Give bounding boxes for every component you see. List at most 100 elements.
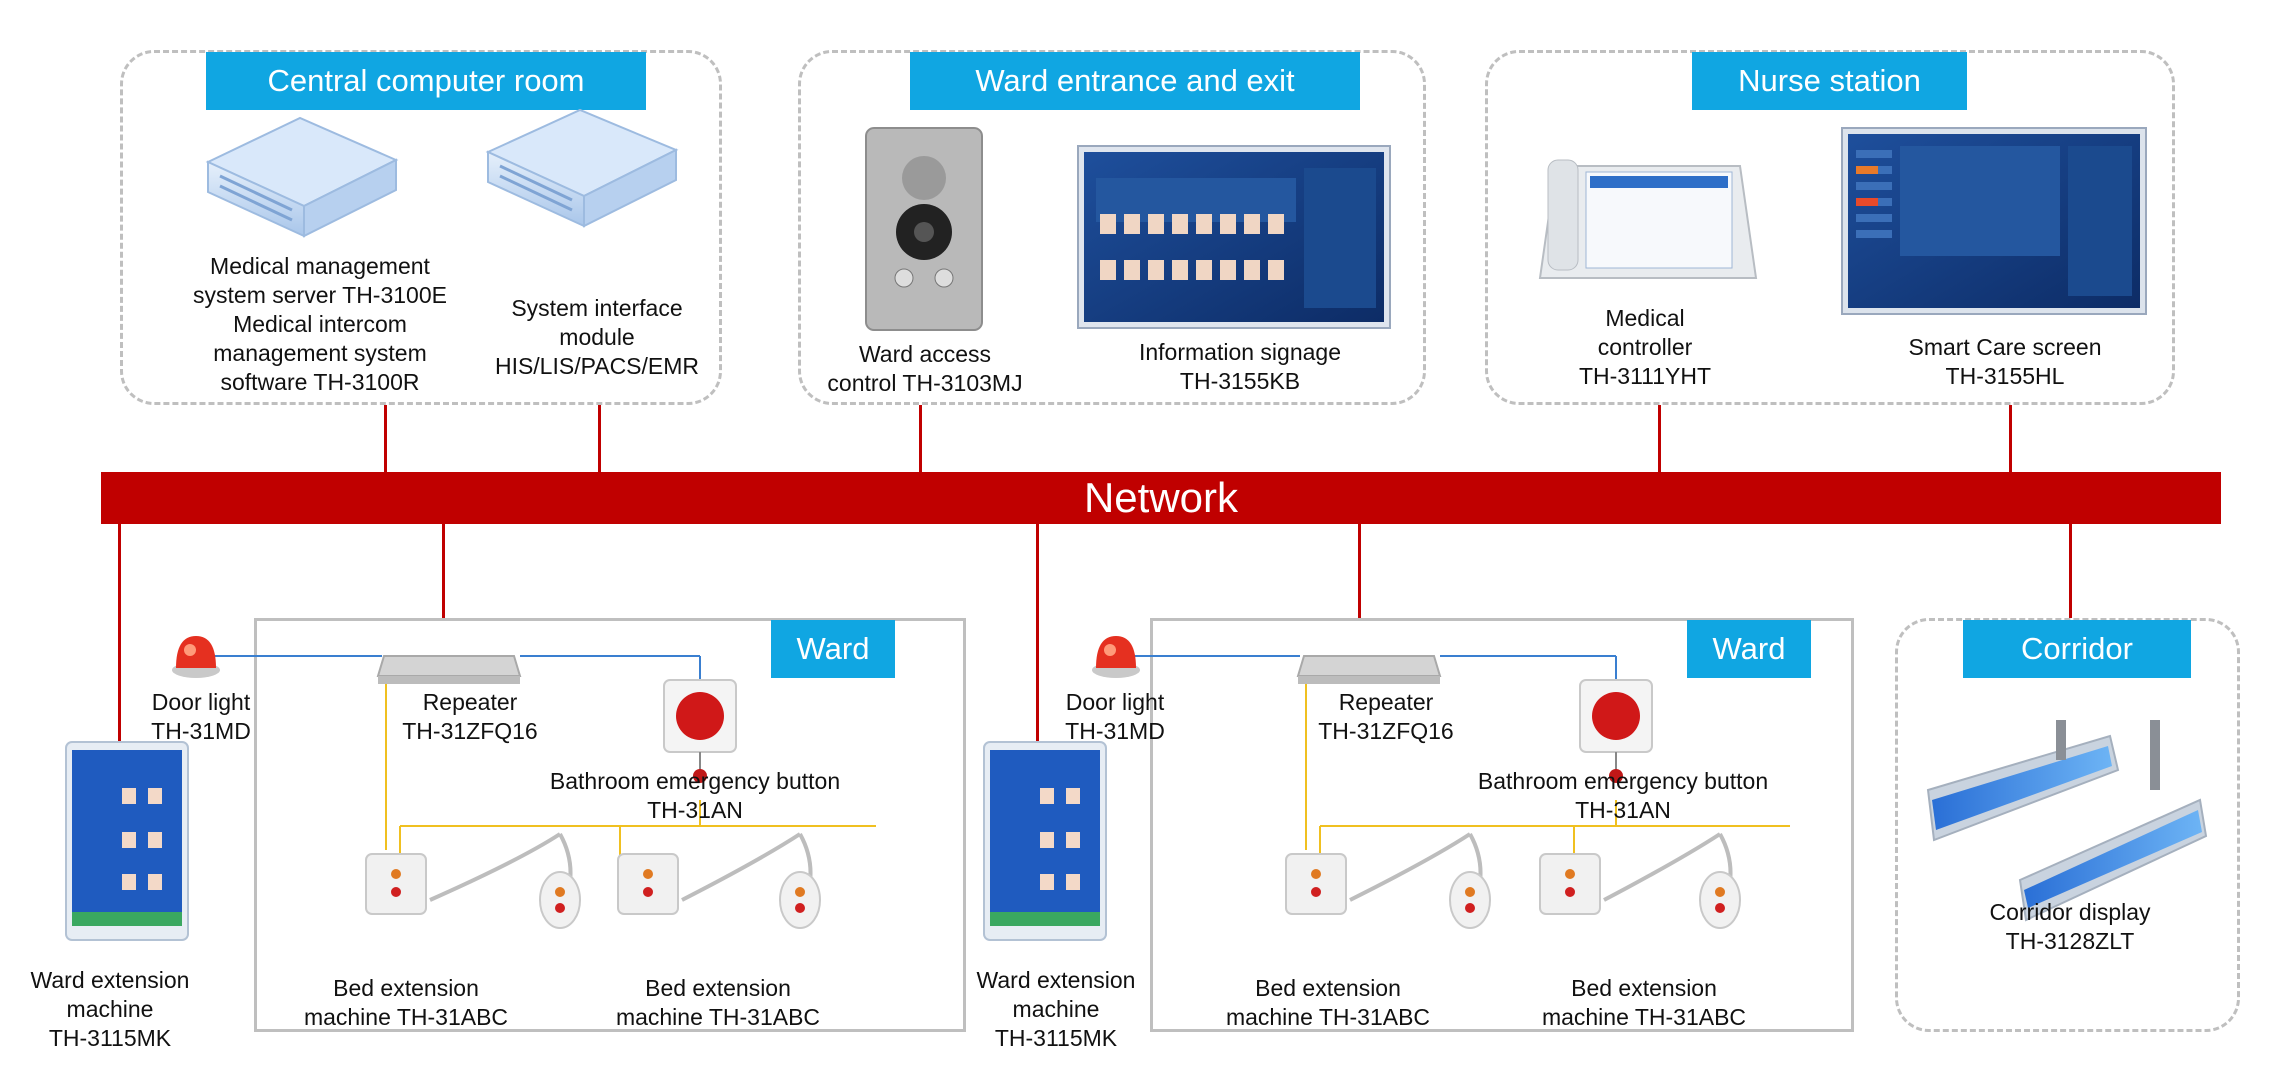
connector-ward-ext-2 xyxy=(1036,524,1039,742)
central-computer-room-title: Central computer room xyxy=(206,52,646,110)
server-icon xyxy=(205,116,399,238)
ward-extension-machine-icon xyxy=(65,741,189,941)
ward-ext-2-label-line-1: Ward extension xyxy=(976,967,1136,993)
repeater-2-label-line-1: Repeater xyxy=(1338,689,1434,715)
access-control-label-line-1: Ward access xyxy=(858,341,992,367)
ward-1-title: Ward xyxy=(771,620,895,678)
interface-label-line-3: HIS/LIS/PACS/EMR xyxy=(494,353,700,379)
repeater-1-label-line-2: TH-31ZFQ16 xyxy=(402,718,538,744)
access-control-label: Ward access control TH-3103MJ xyxy=(800,340,1050,398)
server-label-line-2: system server TH-3100E xyxy=(193,282,447,308)
interface-module-icon xyxy=(485,108,679,228)
controller-label-line-2: controller xyxy=(1597,334,1693,360)
bed-2b-label-line-1: Bed extension xyxy=(1571,975,1717,1001)
bed-1b-label-line-1: Bed extension xyxy=(645,975,791,1001)
connector-corridor xyxy=(2069,524,2072,618)
bathroom-2-label: Bathroom emergency button TH-31AN xyxy=(1458,767,1788,825)
signage-label: Information signage TH-3155KB xyxy=(1100,338,1380,396)
connector-access xyxy=(919,405,922,472)
corridor-display-label-line-1: Corridor display xyxy=(1989,899,2151,925)
connector-smartcare xyxy=(2009,405,2012,472)
interface-label-line-2: module xyxy=(559,324,635,350)
group-nurse-station xyxy=(1485,50,2175,405)
repeater-2-label-line-2: TH-31ZFQ16 xyxy=(1318,718,1454,744)
smartcare-label-line-2: TH-3155HL xyxy=(1945,363,2065,389)
ward-ext-2-label-line-2: machine xyxy=(1012,996,1100,1022)
group-ward-2 xyxy=(1150,618,1854,1032)
server-label-line-3: Medical intercom xyxy=(233,311,407,337)
access-control-icon xyxy=(865,127,983,331)
controller-label: Medical controller TH-3111YHT xyxy=(1540,304,1750,391)
signage-label-line-2: TH-3155KB xyxy=(1179,368,1301,394)
interface-label: System interface module HIS/LIS/PACS/EMR xyxy=(462,294,732,381)
bathroom-emergency-button-icon xyxy=(663,679,737,783)
group-corridor xyxy=(1895,618,2240,1032)
bathroom-emergency-button-icon xyxy=(1579,679,1653,783)
bed-2a-label-line-2: machine TH-31ABC xyxy=(1225,1004,1431,1030)
group-ward-entrance xyxy=(798,50,1426,405)
bed-2b-label: Bed extension machine TH-31ABC xyxy=(1524,974,1764,1032)
repeater-icon xyxy=(1296,655,1442,684)
server-label: Medical management system server TH-3100… xyxy=(160,252,480,397)
nurse-station-title: Nurse station xyxy=(1692,52,1967,110)
bed-extension-machine-icon xyxy=(617,832,821,929)
repeater-1-label: Repeater TH-31ZFQ16 xyxy=(380,688,560,746)
bed-2a-label-line-1: Bed extension xyxy=(1255,975,1401,1001)
door-light-2-label-line-1: Door light xyxy=(1065,689,1165,715)
bed-1b-label-line-2: machine TH-31ABC xyxy=(615,1004,821,1030)
bathroom-1-label-line-1: Bathroom emergency button xyxy=(549,768,841,794)
repeater-icon xyxy=(376,655,522,684)
door-light-2-label: Door light TH-31MD xyxy=(1044,688,1186,746)
connector-server xyxy=(384,405,387,472)
ward-ext-1-label-line-2: machine xyxy=(66,996,154,1022)
group-ward-1 xyxy=(254,618,966,1032)
bed-1a-label: Bed extension machine TH-31ABC xyxy=(286,974,526,1032)
network-bus: Network xyxy=(101,472,2221,524)
repeater-2-label: Repeater TH-31ZFQ16 xyxy=(1296,688,1476,746)
corridor-display-label-line-2: TH-3128ZLT xyxy=(2005,928,2135,954)
ward-ext-2-label-line-3: TH-3115MK xyxy=(994,1025,1118,1051)
smartcare-label-line-1: Smart Care screen xyxy=(1908,334,2102,360)
server-label-line-5: software TH-3100R xyxy=(220,369,420,395)
connector-controller xyxy=(1658,405,1661,472)
door-light-1-label-line-1: Door light xyxy=(151,689,251,715)
ward-2-title: Ward xyxy=(1687,620,1811,678)
smart-care-screen-icon xyxy=(1841,127,2147,315)
bed-1b-label: Bed extension machine TH-31ABC xyxy=(598,974,838,1032)
door-light-2-label-line-2: TH-31MD xyxy=(1065,718,1165,744)
door-light-1-label-line-2: TH-31MD xyxy=(151,718,251,744)
bed-extension-machine-icon xyxy=(1539,832,1741,929)
ward-ext-1-label: Ward extension machine TH-3115MK xyxy=(10,966,210,1053)
server-label-line-1: Medical management xyxy=(210,253,430,279)
medical-controller-icon xyxy=(1538,159,1758,279)
smartcare-label: Smart Care screen TH-3155HL xyxy=(1870,333,2140,391)
controller-label-line-3: TH-3111YHT xyxy=(1578,363,1712,389)
ward-entrance-title: Ward entrance and exit xyxy=(910,52,1360,110)
bed-2b-label-line-2: machine TH-31ABC xyxy=(1541,1004,1747,1030)
bathroom-1-label: Bathroom emergency button TH-31AN xyxy=(530,767,860,825)
bed-1a-label-line-1: Bed extension xyxy=(333,975,479,1001)
signage-label-line-1: Information signage xyxy=(1138,339,1341,365)
repeater-1-label-line-1: Repeater xyxy=(422,689,518,715)
ward-ext-1-label-line-1: Ward extension xyxy=(30,967,190,993)
bed-1a-label-line-2: machine TH-31ABC xyxy=(303,1004,509,1030)
connector-ward-ext-1 xyxy=(118,524,121,742)
ward-ext-2-label: Ward extension machine TH-3115MK xyxy=(956,966,1156,1053)
group-central-computer-room xyxy=(120,50,722,405)
bed-2a-label: Bed extension machine TH-31ABC xyxy=(1208,974,1448,1032)
server-label-line-4: management system xyxy=(213,340,427,366)
bathroom-1-label-line-2: TH-31AN xyxy=(647,797,743,823)
corridor-title: Corridor xyxy=(1963,620,2191,678)
controller-label-line-1: Medical xyxy=(1605,305,1685,331)
bed-extension-machine-icon xyxy=(1285,832,1491,929)
corridor-display-icon xyxy=(1926,720,2208,922)
connector-repeater-1 xyxy=(442,524,445,618)
door-light-icon xyxy=(172,636,220,678)
bed-extension-machine-icon xyxy=(365,832,581,929)
interface-label-line-1: System interface xyxy=(511,295,683,321)
connector-repeater-2 xyxy=(1358,524,1361,618)
connector-interface xyxy=(598,405,601,472)
door-light-icon xyxy=(1092,636,1140,678)
ward-extension-machine-icon xyxy=(983,741,1107,941)
